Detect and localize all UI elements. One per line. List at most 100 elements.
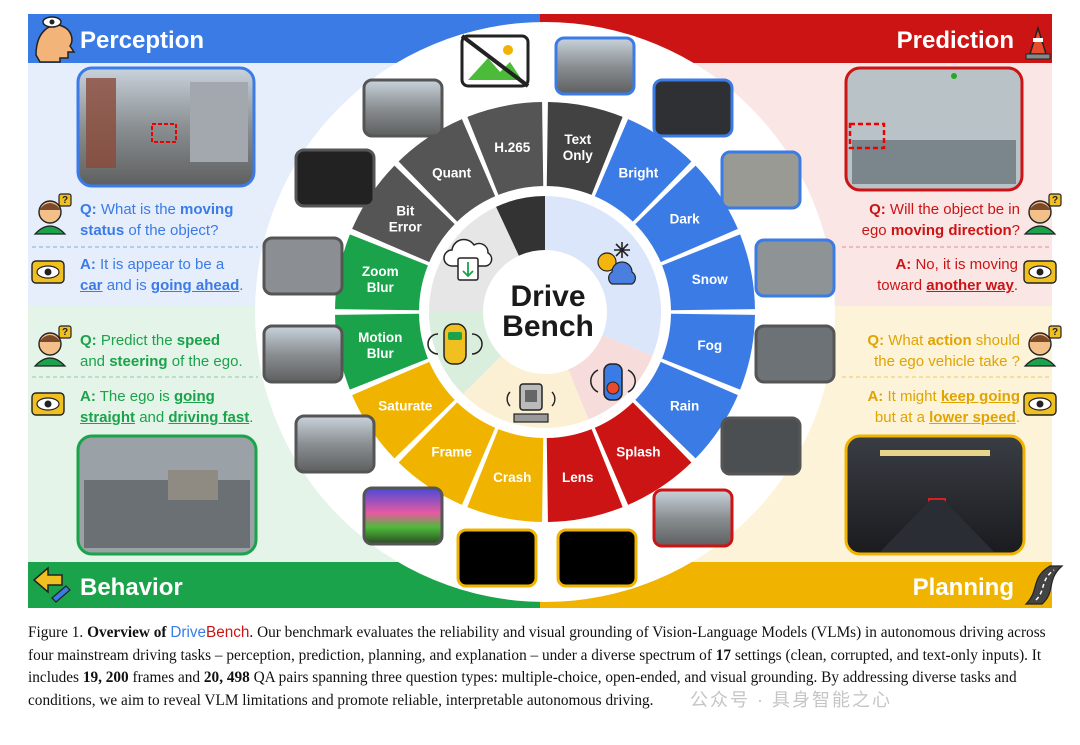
corruption-thumbnails (262, 36, 836, 588)
q-tag: Q: (869, 201, 886, 218)
prediction-question: Q: Will the object be in ego moving dire… (840, 199, 1020, 241)
planning-title: Planning (913, 574, 1014, 601)
a-tag: A: (80, 256, 96, 273)
q-emph: moving (180, 201, 234, 218)
segment-crash (467, 429, 544, 522)
svg-text:?: ? (62, 195, 68, 206)
q-text: ego (861, 222, 887, 239)
q-text: What is the (100, 201, 176, 218)
person-question-icon: ? (1023, 325, 1062, 367)
q-tag: Q: (80, 201, 97, 218)
a-emph: another way (926, 277, 1014, 294)
q-text: should (975, 332, 1020, 349)
inner-category-sector (545, 196, 661, 356)
a-text: . (1015, 409, 1020, 426)
svg-text:?: ? (1052, 327, 1058, 338)
q-text: the ego vehicle take ? (874, 353, 1020, 370)
corruption-thumbnail (754, 238, 836, 298)
segment-splash (594, 402, 692, 505)
a-emph: driving fast (168, 409, 250, 426)
caption-name-bench: Bench (206, 624, 250, 641)
watermark: 公众号 · 具身智能之心 (690, 690, 892, 710)
corruption-thumbnail (652, 78, 734, 138)
person-question-icon: ? (1023, 193, 1062, 235)
compression-cloud-icon (443, 238, 493, 281)
eye-answer-icon (1023, 392, 1057, 416)
a-emph: going (173, 388, 215, 405)
q-tag: Q: (80, 332, 97, 349)
perception-example-image (76, 66, 256, 188)
planning-question: Q: What action should the ego vehicle ta… (842, 330, 1020, 372)
person-question-icon: ? (33, 193, 72, 235)
segment-lens (546, 429, 623, 522)
q-text: ? (1011, 222, 1020, 239)
q-text: of the ego. (171, 353, 243, 370)
segment-dark (635, 165, 738, 263)
planning-answer: A: It might keep going but at a lower sp… (842, 386, 1020, 428)
a-text: It might (887, 388, 937, 405)
segment-quant (398, 119, 496, 222)
segment-label: Dark (670, 212, 701, 227)
caption-number: 17 (715, 646, 732, 664)
behavior-answer: A: The ego is going straight and driving… (80, 386, 270, 428)
behavior-direction-arrows-icon (32, 566, 71, 603)
caption-number: 20, 498 (203, 669, 250, 686)
a-text: It is appear to be a (100, 256, 225, 273)
a-text: . (1013, 277, 1018, 294)
q-emph: steering (109, 353, 168, 370)
perception-head-eye-icon (35, 16, 76, 63)
a-emph: straight (80, 409, 136, 426)
a-text: . (239, 277, 244, 294)
segment-saturate (352, 361, 455, 459)
segment-snow (662, 234, 755, 311)
corruption-thumbnail (294, 148, 376, 208)
a-tag: A: (80, 388, 96, 405)
center-title-line1: Drive (510, 280, 585, 313)
a-text: and (139, 409, 165, 426)
corruption-thumbnail (262, 324, 344, 384)
segment-bright (594, 119, 692, 222)
q-text: of the object? (128, 222, 219, 239)
corruption-thumbnail (652, 488, 734, 548)
eye-answer-icon (1023, 260, 1057, 284)
caption-text: settings (clean, corrupted, and text-onl… (28, 646, 1042, 687)
svg-text:?: ? (62, 327, 68, 338)
segment-fog (662, 313, 755, 390)
caption-text: . Our benchmark evaluates the reliabilit… (28, 624, 1046, 664)
corruption-thumbnail (554, 36, 636, 96)
segment-label: Lens (562, 470, 594, 485)
corruption-thumbnail (556, 528, 638, 588)
segment-label: Splash (616, 445, 660, 460)
eye-answer-icon (31, 392, 65, 416)
segment-label: Crash (493, 470, 531, 485)
segment-rain (635, 361, 738, 459)
planning-example-image (844, 434, 1026, 556)
a-tag: A: (867, 388, 884, 405)
a-emph: keep going (940, 388, 1020, 405)
perception-title: Perception (80, 27, 204, 54)
corruption-thumbnail (262, 236, 344, 296)
inner-category-sector (495, 196, 545, 256)
perception-answer: A: It is appear to be a car and is going… (80, 254, 270, 296)
behavior-title: Behavior (80, 574, 183, 601)
segment-label: Fog (697, 338, 722, 353)
car-sensor-icon (427, 323, 483, 365)
a-text: The ego is (99, 388, 170, 405)
no-image-icon (460, 34, 530, 88)
segment-h-265 (467, 102, 544, 195)
q-text: and (80, 353, 106, 370)
caption-number: 19, 200 (82, 669, 129, 686)
segment-zoom-blur (335, 234, 428, 311)
eye-answer-icon (31, 260, 65, 284)
q-tag: Q: (867, 332, 885, 349)
prediction-example-image (844, 66, 1024, 192)
prediction-title: Prediction (897, 27, 1014, 54)
caption-name-drive: Drive (170, 624, 207, 641)
planning-road-icon (1024, 565, 1064, 605)
corruption-thumbnail (720, 416, 802, 476)
a-text: . (249, 409, 254, 426)
